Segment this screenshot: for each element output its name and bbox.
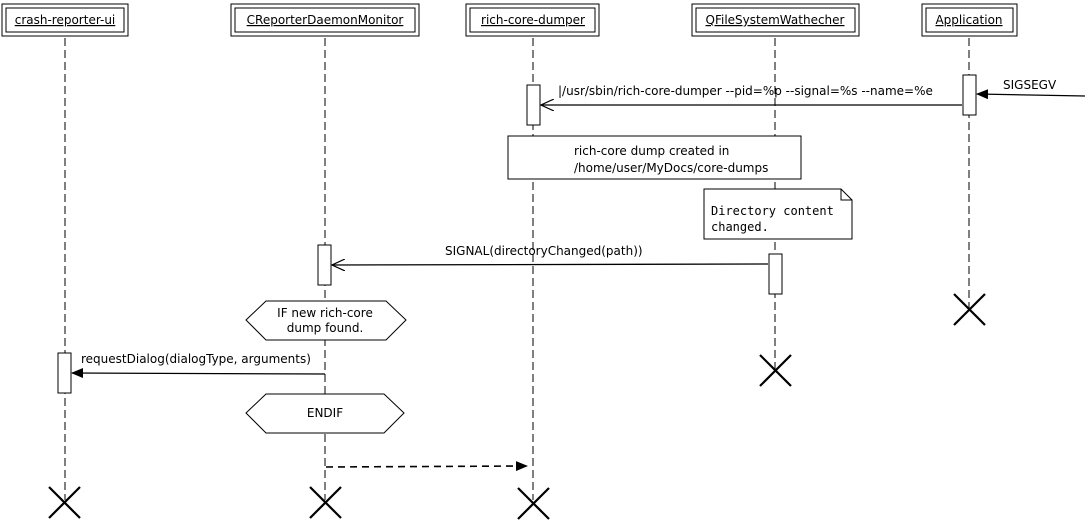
condition-line: ENDIF: [307, 406, 343, 420]
participant-fs-watcher[interactable]: QFileSystemWathecher: [691, 3, 860, 37]
condition-line: dump found.: [287, 321, 364, 335]
activation-application: [962, 74, 977, 116]
message-return-dashed: [325, 461, 528, 472]
activation-fs-watcher: [768, 253, 783, 295]
participant-daemon-monitor[interactable]: CReporterDaemonMonitor: [230, 3, 420, 37]
participant-label: QFileSystemWathecher: [706, 13, 845, 27]
participant-label: crash-reporter-ui: [15, 13, 116, 27]
note-line: Directory content: [711, 204, 834, 218]
note-dump-created: rich-core dump created in /home/user/MyD…: [507, 135, 802, 180]
note-line: rich-core dump created in: [574, 144, 729, 158]
message-label: SIGSEGV: [1003, 78, 1057, 92]
activation-daemon-monitor: [317, 244, 332, 286]
participant-label: CReporterDaemonMonitor: [247, 13, 404, 27]
message-sigsegv: SIGSEGV: [976, 78, 1085, 100]
destroy-icon-rich-core-dumper: [517, 487, 550, 520]
message-signal-directory-changed: SIGNAL(directoryChanged(path)): [332, 244, 769, 265]
condition-endif: ENDIF: [245, 393, 405, 434]
condition-if: IF new rich-core dump found.: [245, 300, 407, 341]
destroy-icon-crash-reporter-ui: [48, 486, 81, 519]
activation-rich-core-dumper: [526, 84, 541, 126]
message-label: requestDialog(dialogType, arguments): [81, 352, 311, 366]
participant-application[interactable]: Application: [921, 3, 1018, 37]
note-line: /home/user/MyDocs/core-dumps: [574, 161, 768, 175]
message-label: SIGNAL(directoryChanged(path)): [445, 244, 643, 258]
participant-rich-core-dumper[interactable]: rich-core-dumper: [465, 3, 600, 37]
destroy-icon-fs-watcher: [759, 354, 792, 387]
message-label: |/usr/sbin/rich-core-dumper --pid=%p --s…: [558, 84, 933, 98]
participant-label: rich-core-dumper: [481, 13, 585, 27]
message-request-dialog: requestDialog(dialogType, arguments): [71, 352, 326, 379]
condition-line: IF new rich-core: [277, 306, 373, 320]
lifelines: [64, 38, 970, 500]
participant-label: Application: [935, 13, 1002, 27]
note-line: changed.: [711, 220, 769, 234]
destroy-icon-application: [953, 293, 986, 326]
message-dumper-invocation: |/usr/sbin/rich-core-dumper --pid=%p --s…: [541, 84, 962, 105]
activation-crash-reporter-ui: [57, 352, 72, 394]
note-directory-changed: Directory content changed.: [703, 188, 853, 240]
participant-crash-reporter-ui[interactable]: crash-reporter-ui: [1, 3, 129, 37]
destroy-icon-daemon-monitor: [309, 486, 342, 519]
